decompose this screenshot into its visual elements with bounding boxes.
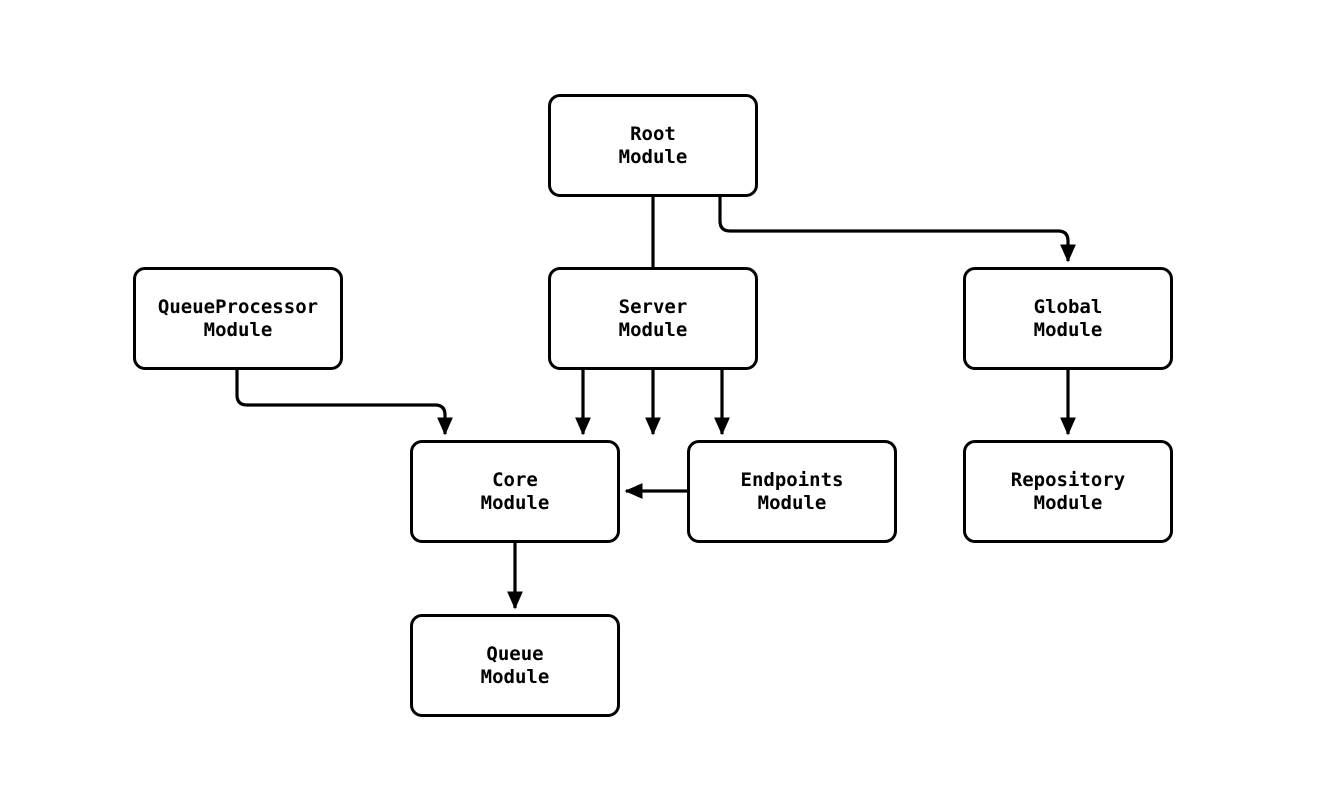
node-server[interactable]: Server Module — [548, 267, 758, 370]
node-repository-label: Repository Module — [1010, 469, 1126, 514]
node-root-label: Root Module — [618, 123, 688, 168]
node-queue-label: Queue Module — [480, 643, 550, 688]
node-root[interactable]: Root Module — [548, 94, 758, 197]
node-global-label: Global Module — [1033, 296, 1103, 341]
node-endpoints[interactable]: Endpoints Module — [687, 440, 897, 543]
node-endpoints-label: Endpoints Module — [740, 469, 844, 514]
node-core-label: Core Module — [480, 469, 550, 514]
node-queue[interactable]: Queue Module — [410, 614, 620, 717]
node-server-label: Server Module — [618, 296, 688, 341]
node-repository[interactable]: Repository Module — [963, 440, 1173, 543]
node-queueprocessor-label: QueueProcessor Module — [157, 296, 319, 341]
node-global[interactable]: Global Module — [963, 267, 1173, 370]
node-core[interactable]: Core Module — [410, 440, 620, 543]
node-queueprocessor[interactable]: QueueProcessor Module — [133, 267, 343, 370]
edge-queueprocessor-core — [235, 370, 453, 436]
edge-root-global — [718, 197, 1076, 263]
